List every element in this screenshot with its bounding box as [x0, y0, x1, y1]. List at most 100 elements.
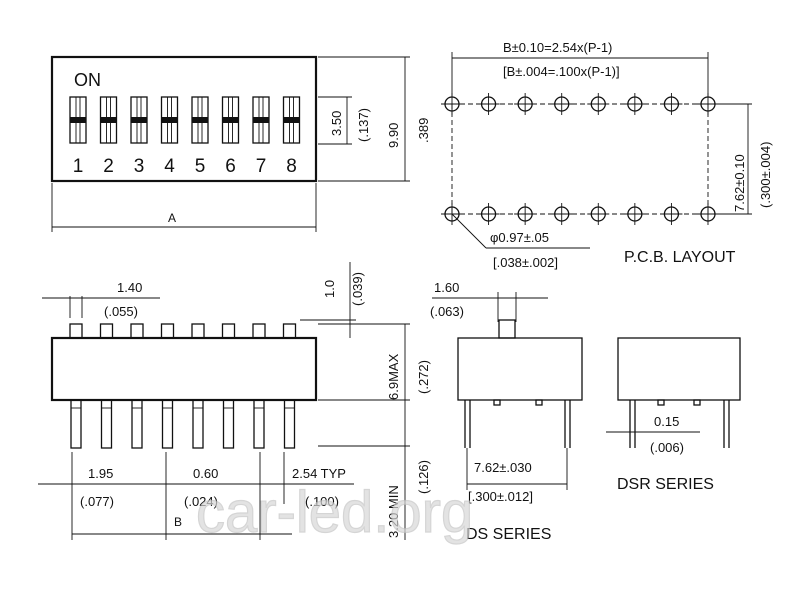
pcb-hole	[514, 93, 537, 115]
pcb-hole	[587, 203, 610, 225]
side-pin-8	[282, 323, 297, 449]
dim-b: B	[174, 515, 182, 529]
switch-number-label: 8	[286, 156, 297, 177]
dsr-body	[617, 337, 741, 401]
dim-9-90: 9.90	[386, 123, 401, 148]
switch-number-label: 4	[164, 156, 175, 177]
dim-7-62: 7.62±.030	[474, 460, 532, 475]
side-pin-4	[160, 323, 175, 449]
side-pin-lead	[161, 399, 174, 449]
pcb-hole	[550, 203, 573, 225]
switch-1: 1	[69, 96, 87, 177]
dim-024: (.024)	[184, 494, 218, 509]
dim-3-50: 3.50	[329, 111, 344, 136]
side-pin-6	[221, 323, 236, 449]
ds-series-title: DS SERIES	[466, 526, 551, 543]
dim-100: (.100)	[305, 494, 339, 509]
ds-standoff	[493, 399, 501, 406]
switch-actuator	[100, 117, 117, 123]
pcb-hole	[696, 93, 719, 115]
switch-8: 8	[282, 96, 301, 177]
dim-272: (.272)	[416, 360, 431, 394]
side-pin-3	[130, 323, 144, 449]
dim-row-in: (.300±.004)	[758, 142, 773, 208]
dsr-series-title: DSR SERIES	[617, 476, 714, 493]
side-pin-lead	[100, 399, 113, 449]
switch-number-label: 1	[73, 156, 84, 177]
side-actuator	[221, 323, 236, 339]
dim-1-95: 1.95	[88, 466, 113, 481]
switch-number-label: 6	[225, 156, 236, 177]
ds-standoff	[535, 399, 543, 406]
dim-b-in: [B±.004=.100x(P-1)]	[503, 64, 620, 79]
side-pin-7	[252, 323, 266, 449]
side-pin-lead	[70, 399, 82, 449]
dim-2-54typ: 2.54 TYP	[292, 466, 346, 481]
dim-389: .389	[416, 118, 431, 143]
switch-6: 6	[221, 96, 240, 177]
side-pin-lead	[131, 399, 143, 449]
dim-055: (.055)	[104, 304, 138, 319]
switch-actuator	[192, 117, 208, 123]
ds-actuator	[498, 319, 516, 339]
pcb-hole	[441, 93, 463, 115]
dsr-series-view: 0.15 (.006) DSR SERIES	[606, 337, 741, 493]
side-actuator	[252, 323, 266, 339]
side-actuator	[130, 323, 144, 339]
dim-b-mm: B±0.10=2.54x(P-1)	[503, 40, 612, 55]
dim-0-15: 0.15	[654, 414, 679, 429]
side-pin-1	[69, 323, 83, 449]
dim-006: (.006)	[650, 440, 684, 455]
dim-hole-mm: φ0.97±.05	[490, 230, 549, 245]
switch-actuator	[283, 117, 300, 123]
watermark: car-led.org	[196, 480, 473, 545]
pcb-layout-title: P.C.B. LAYOUT	[624, 249, 736, 266]
pcb-hole	[477, 203, 500, 225]
switch-5: 5	[191, 96, 209, 177]
dsr-standoff	[693, 399, 701, 406]
side-actuator	[160, 323, 175, 339]
side-view: 1.40 (.055) 1.0 (.039) 6.9MAX (.272) 3.2…	[38, 262, 431, 540]
pcb-hole	[623, 93, 646, 115]
switch-number-label: 5	[195, 156, 206, 177]
side-pin-lead	[192, 399, 204, 449]
pcb-layout: B±0.10=2.54x(P-1) [B±.004=.100x(P-1)] 7.…	[441, 40, 773, 270]
dim-1-0: 1.0	[322, 280, 337, 298]
pcb-hole	[696, 203, 719, 225]
switch-actuator	[161, 117, 178, 123]
switch-number-label: 3	[134, 156, 145, 177]
pcb-hole	[623, 203, 646, 225]
top-view-body	[50, 55, 318, 183]
dim-137: (.137)	[356, 108, 371, 142]
dim-row-mm: 7.62±0.10	[732, 154, 747, 212]
dsr-standoff	[657, 399, 665, 406]
dim-077: (.077)	[80, 494, 114, 509]
side-actuator	[191, 323, 205, 339]
side-actuator	[99, 323, 114, 339]
dim-063: (.063)	[430, 304, 464, 319]
dim-1-40: 1.40	[117, 280, 142, 295]
side-pin-lead	[253, 399, 265, 449]
pcb-hole	[477, 93, 500, 115]
dim-a: A	[168, 211, 176, 225]
side-pin-2	[99, 323, 114, 449]
switch-3: 3	[130, 96, 148, 177]
side-pins	[69, 323, 297, 449]
side-actuator	[282, 323, 297, 339]
side-pin-lead	[222, 399, 235, 449]
switch-number-label: 7	[256, 156, 267, 177]
pcb-hole	[660, 93, 683, 115]
side-actuator	[69, 323, 83, 339]
switch-actuator	[222, 117, 239, 123]
side-pin-lead	[283, 399, 296, 449]
dim-0-60: 0.60	[193, 466, 218, 481]
pcb-hole	[550, 93, 573, 115]
dim-1-60: 1.60	[434, 280, 459, 295]
ds-series-view: 1.60 (.063) 7.62±.030 [.300±.012] DS SER…	[430, 280, 583, 543]
ds-body	[457, 337, 583, 401]
dim-hole-in: [.038±.002]	[493, 255, 558, 270]
leader-line	[451, 213, 487, 249]
